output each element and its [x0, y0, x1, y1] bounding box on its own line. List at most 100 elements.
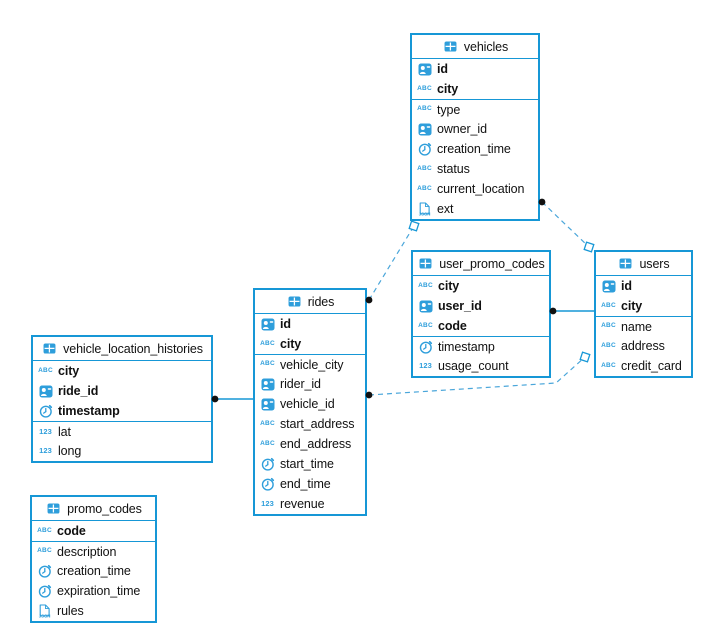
table-row[interactable]: ABC end_address	[255, 434, 365, 454]
text-type-icon: ABC	[417, 184, 432, 192]
text-type-icon: ABC	[601, 301, 616, 309]
relationship-vehicles-users[interactable]	[541, 201, 590, 248]
column-name: lat	[58, 424, 71, 439]
table-row[interactable]: ABC city	[33, 361, 211, 381]
table-row[interactable]: user_id	[413, 296, 549, 316]
table-row[interactable]: ext	[412, 199, 538, 219]
text-type-icon: ABC	[418, 321, 433, 329]
table-users[interactable]: users id ABC city ABC name ABC address A…	[594, 250, 693, 378]
table-row[interactable]: creation_time	[32, 561, 155, 581]
text-type-icon: ABC	[418, 281, 433, 289]
table-row[interactable]: ABC current_location	[412, 179, 538, 199]
table-row[interactable]: start_time	[255, 454, 365, 474]
timestamp-type-icon	[416, 142, 433, 156]
id-badge-icon	[416, 62, 433, 76]
table-rides-header[interactable]: rides	[255, 290, 365, 314]
column-name: rider_id	[280, 377, 321, 391]
text-type-icon: ABC	[417, 105, 432, 113]
table-row[interactable]: timestamp	[33, 401, 211, 421]
column-name: timestamp	[58, 404, 120, 418]
table-row[interactable]: ABC start_address	[255, 414, 365, 434]
table-user-promo-codes[interactable]: user_promo_codes ABC city user_id ABC co…	[411, 250, 551, 378]
table-row[interactable]: expiration_time	[32, 581, 155, 601]
table-title: vehicles	[463, 39, 509, 54]
table-row[interactable]: ABC code	[32, 521, 155, 541]
table-vehicle-location-histories[interactable]: vehicle_location_histories ABC city ride…	[31, 335, 213, 463]
table-row[interactable]: creation_time	[412, 139, 538, 159]
table-icon	[45, 502, 62, 516]
relationship-rides-vehicles[interactable]	[368, 225, 415, 301]
table-row[interactable]: ABC credit_card	[596, 356, 691, 376]
table-row[interactable]: id	[255, 314, 365, 334]
timestamp-type-icon	[36, 564, 53, 578]
column-name: start_address	[280, 417, 355, 431]
table-title: users	[639, 256, 670, 271]
table-row[interactable]: ABC address	[596, 336, 691, 356]
table-row[interactable]: ABC name	[596, 316, 691, 336]
table-vehicle-location-histories-header[interactable]: vehicle_location_histories	[33, 337, 211, 361]
table-row[interactable]: id	[596, 276, 691, 296]
table-row[interactable]: rules	[32, 601, 155, 621]
json-type-icon	[416, 202, 433, 216]
table-vehicles[interactable]: vehicles id ABC city ABC type owner_id c…	[410, 33, 540, 221]
table-row[interactable]: timestamp	[413, 336, 549, 356]
table-row[interactable]: ABC type	[412, 99, 538, 119]
column-name: end_address	[280, 437, 352, 451]
column-name: city	[58, 364, 80, 378]
column-name: city	[280, 337, 302, 351]
table-row[interactable]: ABC status	[412, 159, 538, 179]
table-title: rides	[307, 294, 335, 309]
id-badge-icon	[259, 397, 276, 411]
text-type-icon: ABC	[38, 366, 53, 374]
table-user-promo-codes-header[interactable]: user_promo_codes	[413, 252, 549, 276]
table-row[interactable]: 123 revenue	[255, 494, 365, 514]
table-row[interactable]: ABC city	[596, 296, 691, 316]
number-type-icon: 123	[261, 499, 274, 509]
table-row[interactable]: vehicle_id	[255, 394, 365, 414]
text-type-icon: ABC	[260, 419, 275, 427]
table-row[interactable]: 123 lat	[33, 421, 211, 441]
table-row[interactable]: ABC city	[412, 79, 538, 99]
id-badge-icon	[600, 279, 617, 293]
table-row[interactable]: owner_id	[412, 119, 538, 139]
text-type-icon: ABC	[417, 84, 432, 92]
column-name: creation_time	[437, 142, 511, 156]
column-name: city	[438, 279, 460, 293]
column-name: start_time	[280, 457, 334, 471]
timestamp-type-icon	[36, 584, 53, 598]
column-name: city	[621, 299, 643, 313]
table-promo-codes-header[interactable]: promo_codes	[32, 497, 155, 521]
table-row[interactable]: ABC code	[413, 316, 549, 336]
column-name: vehicle_id	[280, 397, 335, 411]
column-name: user_id	[438, 299, 482, 313]
table-row[interactable]: 123 long	[33, 441, 211, 461]
table-row[interactable]: rider_id	[255, 374, 365, 394]
table-row[interactable]: ABC city	[255, 334, 365, 354]
column-name: code	[57, 524, 86, 538]
number-type-icon: 123	[39, 426, 52, 436]
table-title: user_promo_codes	[439, 256, 545, 271]
table-row[interactable]: ABC city	[413, 276, 549, 296]
column-name: description	[57, 544, 117, 559]
number-type-icon: 123	[419, 361, 432, 371]
table-rides[interactable]: rides id ABC city ABC vehicle_city rider…	[253, 288, 367, 516]
table-promo-codes[interactable]: promo_codes ABC code ABC description cre…	[30, 495, 157, 623]
table-row[interactable]: ABC vehicle_city	[255, 354, 365, 374]
json-type-icon	[36, 604, 53, 618]
column-name: status	[437, 162, 470, 176]
table-row[interactable]: ABC description	[32, 541, 155, 561]
timestamp-type-icon	[417, 340, 434, 354]
table-icon	[41, 342, 58, 356]
table-users-header[interactable]: users	[596, 252, 691, 276]
id-badge-icon	[416, 122, 433, 136]
table-row[interactable]: end_time	[255, 474, 365, 494]
relationship-endpoint-diamond	[579, 351, 591, 363]
table-icon	[286, 295, 303, 309]
id-badge-icon	[417, 299, 434, 313]
table-row[interactable]: ride_id	[33, 381, 211, 401]
table-row[interactable]: 123 usage_count	[413, 356, 549, 376]
relationship-endpoint-diamond	[583, 241, 595, 253]
table-row[interactable]: id	[412, 59, 538, 79]
table-vehicles-header[interactable]: vehicles	[412, 35, 538, 59]
